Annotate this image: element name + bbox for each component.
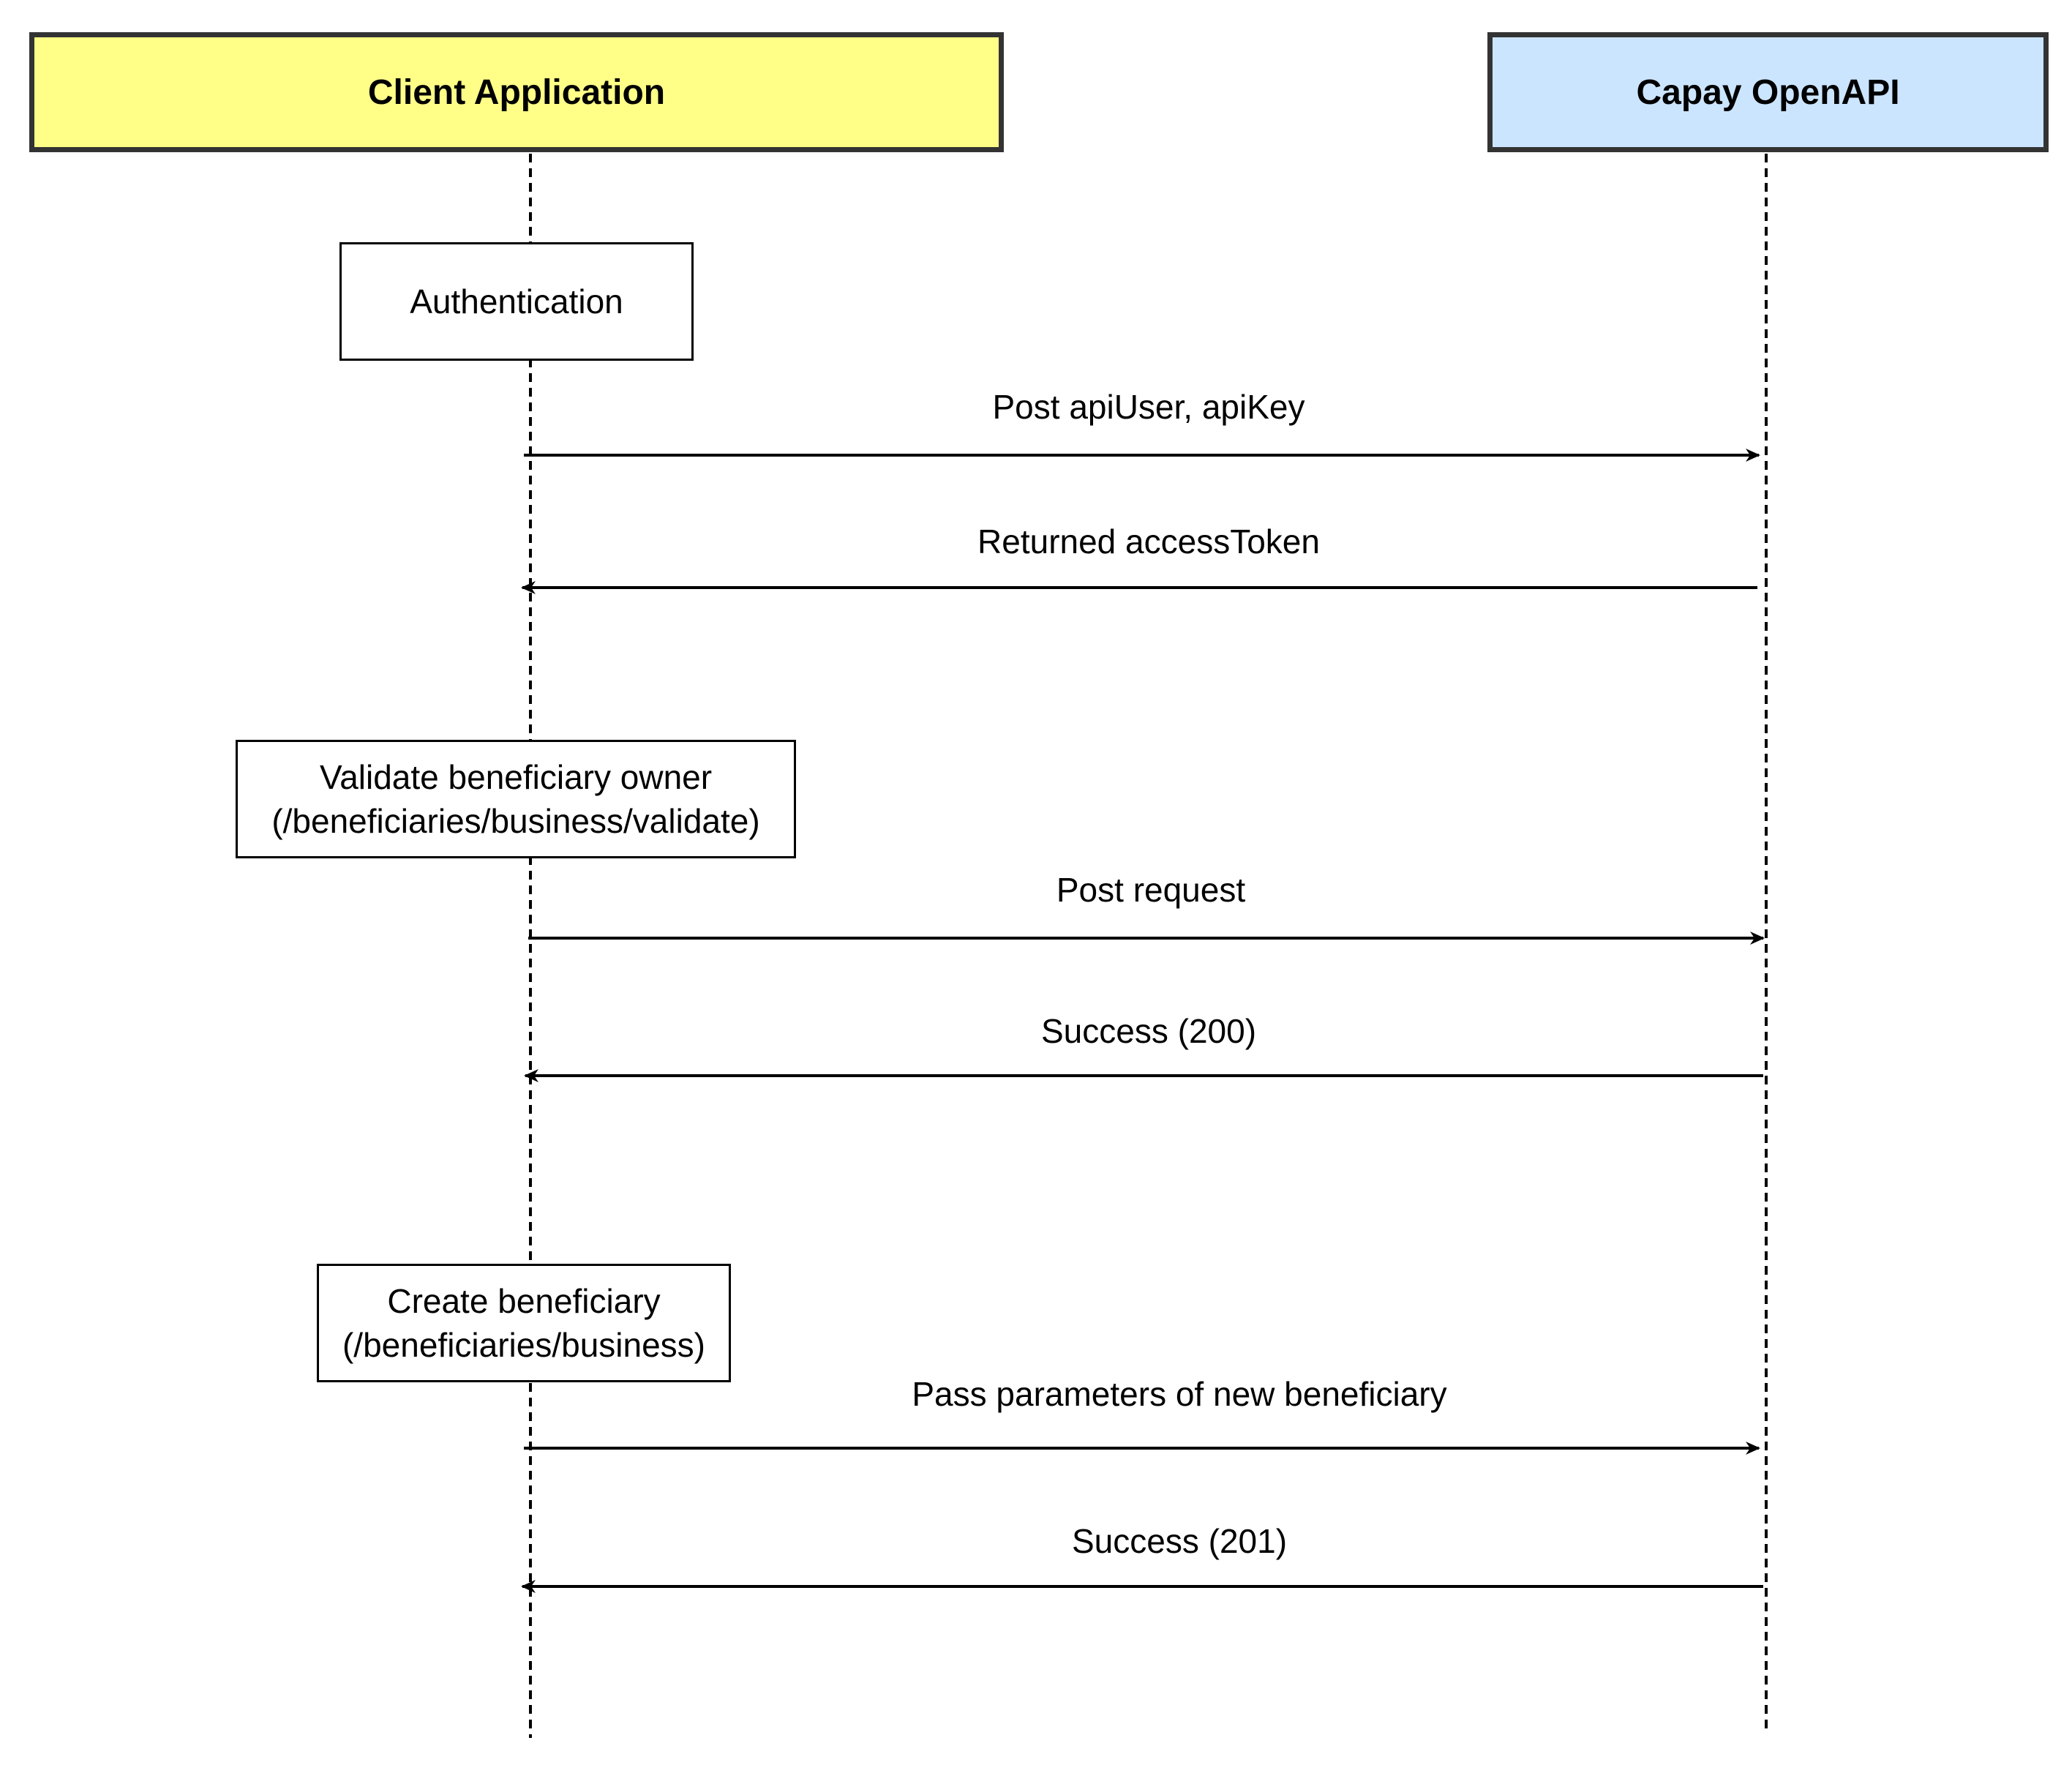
note-authentication-text: Authentication: [410, 282, 623, 321]
note-validate-line2: (/beneficiaries/business/validate): [271, 802, 760, 840]
note-validate-beneficiary: Validate beneficiary owner (/beneficiari…: [236, 740, 796, 858]
participant-client-application: Client Application: [29, 32, 1004, 152]
note-validate-line1: Validate beneficiary owner: [319, 758, 713, 796]
participant-capay-openapi: Capay OpenAPI: [1487, 32, 2049, 152]
note-authentication: Authentication: [339, 242, 694, 361]
message-label-post-apiuser: Post apiUser, apiKey: [992, 388, 1305, 426]
message-label-success-201: Success (201): [1071, 1522, 1288, 1560]
message-label-pass-parameters: Pass parameters of new beneficiary: [912, 1375, 1447, 1413]
participant-api-label: Capay OpenAPI: [1636, 72, 1900, 112]
note-create-line1: Create beneficiary: [387, 1282, 661, 1320]
message-label-success-200: Success (200): [1040, 1012, 1257, 1050]
participant-client-label: Client Application: [367, 72, 666, 112]
note-create-beneficiary: Create beneficiary (/beneficiaries/busin…: [317, 1264, 731, 1382]
note-create-line2: (/beneficiaries/business): [342, 1326, 705, 1364]
message-label-returned-accesstoken: Returned accessToken: [977, 522, 1320, 561]
message-label-post-request: Post request: [1056, 871, 1246, 909]
